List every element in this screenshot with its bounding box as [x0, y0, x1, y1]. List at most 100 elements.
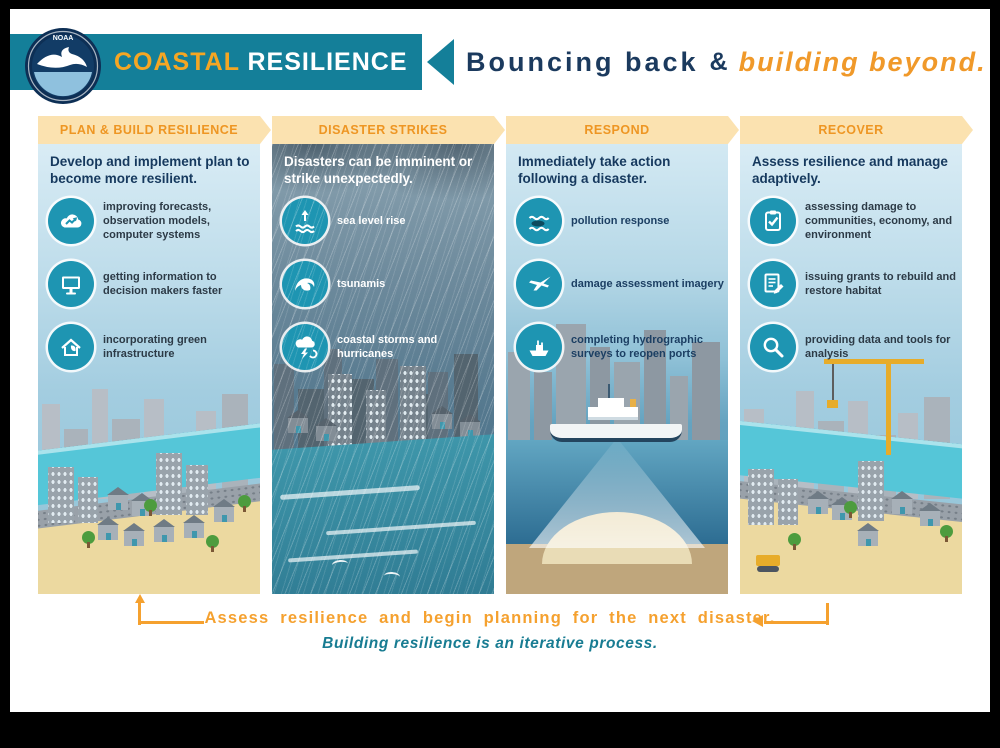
- panel-items: sea level rise tsunamis: [282, 198, 490, 370]
- panel-plan-build: PLAN & BUILD RESILIENCE Develop and impl…: [38, 116, 271, 594]
- rebuilding-illustration: [740, 349, 962, 594]
- tree: [788, 533, 801, 550]
- loop-line-right-vertical: [826, 603, 829, 625]
- item-label: pollution response: [571, 214, 670, 227]
- ship-mast: [608, 384, 610, 398]
- flooded-building: [328, 374, 352, 454]
- panel-items: improving forecasts, observation models,…: [48, 198, 256, 370]
- coastal-illustration: [38, 349, 260, 594]
- item-label: tsunamis: [337, 277, 386, 290]
- house: [183, 515, 205, 538]
- item-label: assessing damage to communities, economy…: [805, 200, 953, 242]
- crane-arm: [824, 359, 924, 364]
- apartment-building: [48, 467, 74, 523]
- item-label: completing hydrographic surveys to reope…: [571, 333, 704, 360]
- tree: [844, 501, 857, 518]
- storm-hurricane-icon: [282, 324, 328, 370]
- apartment-building: [748, 469, 774, 525]
- panel-recover: RECOVER Assess resilience and manage ada…: [740, 116, 973, 594]
- crane-hook: [827, 400, 838, 408]
- pollution-response-icon: [516, 198, 562, 244]
- aerial-imagery-plane-icon: [516, 261, 562, 307]
- list-item: issuing grants to rebuild and restore ha…: [750, 261, 958, 307]
- flooded-house: [459, 414, 481, 437]
- list-item: damage assessment imagery: [516, 261, 724, 307]
- house: [891, 491, 913, 514]
- tagline-orange-text: building beyond.: [738, 46, 987, 77]
- ship-funnel: [630, 399, 636, 407]
- list-item: improving forecasts, observation models,…: [48, 198, 256, 244]
- panel-items: assessing damage to communities, economy…: [750, 198, 958, 370]
- apartment-building: [778, 479, 798, 525]
- house: [919, 503, 941, 526]
- crane-cable: [832, 364, 834, 400]
- apartment-building: [858, 461, 884, 521]
- list-item: incorporating green infrastructure: [48, 324, 256, 370]
- item-label: damage assessment imagery: [571, 277, 724, 290]
- item-label: sea level rise: [337, 214, 406, 227]
- house: [213, 499, 235, 522]
- panel-body-disaster: Disasters can be imminent or strike unex…: [272, 144, 494, 594]
- house: [123, 523, 145, 546]
- item-label: getting information to decision makers f…: [103, 270, 223, 297]
- panel-description: Disasters can be imminent or strike unex…: [284, 154, 473, 187]
- monitor-icon: [48, 261, 94, 307]
- flooded-house: [287, 410, 309, 433]
- panel-title: DISASTER STRIKES: [318, 123, 448, 137]
- sea-level-rise-icon: [282, 198, 328, 244]
- data-magnifier-icon: [750, 324, 796, 370]
- panel-header-disaster: DISASTER STRIKES: [272, 116, 505, 144]
- bulldozer-track: [757, 566, 779, 572]
- banner-chevron-left-icon: [427, 39, 454, 85]
- survey-ship-illustration: [550, 384, 682, 442]
- tagline-dark-text: Bouncing back: [466, 46, 699, 77]
- title-coastal: COASTAL: [114, 48, 240, 76]
- title-resilience: RESILIENCE: [247, 48, 408, 76]
- list-item: coastal storms and hurricanes: [282, 324, 490, 370]
- list-item: getting information to decision makers f…: [48, 261, 256, 307]
- panel-body-recover: Assess resilience and manage adaptively.…: [740, 144, 962, 594]
- panel-body-plan: Develop and implement plan to become mor…: [38, 144, 260, 594]
- panel-header-plan: PLAN & BUILD RESILIENCE: [38, 116, 271, 144]
- list-item: tsunamis: [282, 261, 490, 307]
- loop-arrow-up-left-icon: [134, 594, 145, 625]
- item-label: issuing grants to rebuild and restore ha…: [805, 270, 956, 297]
- grants-document-icon: [750, 261, 796, 307]
- flooded-house: [431, 406, 453, 429]
- tree: [206, 535, 219, 552]
- house: [153, 519, 175, 542]
- list-item: providing data and tools for analysis: [750, 324, 958, 370]
- panel-title: RESPOND: [584, 123, 650, 137]
- tree: [238, 495, 251, 512]
- house: [97, 517, 119, 540]
- apartment-building: [156, 453, 182, 515]
- tree: [144, 499, 157, 516]
- footer-assess-text: Assess resilience and begin planning for…: [204, 609, 776, 627]
- tagline-ampersand: &: [709, 47, 728, 76]
- panel-description: Assess resilience and manage adaptively.: [752, 154, 948, 187]
- item-label: incorporating green infrastructure: [103, 333, 207, 360]
- noaa-seal-icon: NOAA: [25, 28, 101, 104]
- panel-disaster-strikes: DISASTER STRIKES Disasters can be immine…: [272, 116, 505, 594]
- list-item: pollution response: [516, 198, 724, 244]
- flooded-building: [366, 390, 386, 454]
- item-label: providing data and tools for analysis: [805, 333, 951, 360]
- panel-title: PLAN & BUILD RESILIENCE: [59, 123, 239, 137]
- green-infrastructure-icon: [48, 324, 94, 370]
- panel-body-respond: Immediately take action following a disa…: [506, 144, 728, 594]
- footer-iterative-text: Building resilience is an iterative proc…: [322, 635, 658, 652]
- forecast-cloud-icon: [48, 198, 94, 244]
- infographic-canvas: NOAA COASTAL RESILIENCE Bouncing back & …: [10, 9, 990, 712]
- panel-description: Develop and implement plan to become mor…: [50, 154, 250, 187]
- panel-items: pollution response damage assessment ima…: [516, 198, 724, 370]
- survey-ship-icon: [516, 324, 562, 370]
- panels-row: PLAN & BUILD RESILIENCE Develop and impl…: [38, 116, 973, 594]
- ship-bridge: [598, 398, 624, 407]
- tsunami-wave-icon: [282, 261, 328, 307]
- house: [857, 523, 879, 546]
- tree: [82, 531, 95, 548]
- house: [807, 491, 829, 514]
- list-item: sea level rise: [282, 198, 490, 244]
- bulldozer-body: [756, 555, 780, 566]
- construction-crane: [824, 359, 924, 455]
